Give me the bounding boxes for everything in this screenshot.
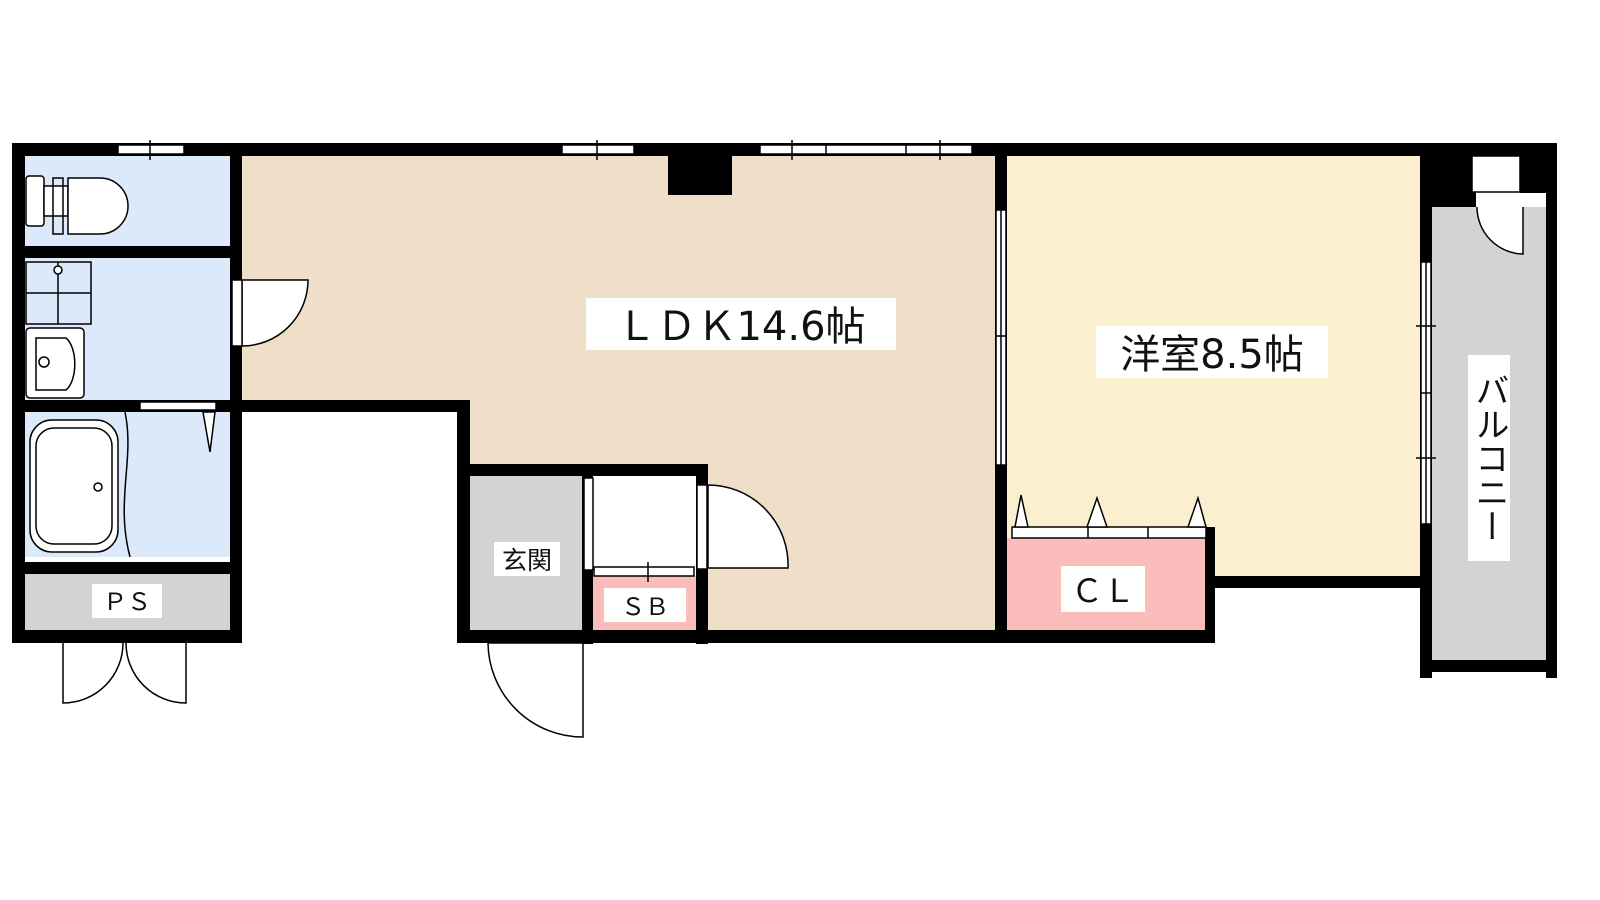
shoe-box-label-bg xyxy=(604,588,686,622)
western-label-bg xyxy=(1096,326,1328,378)
door-pipe-space-right xyxy=(125,642,187,704)
sliding-door-bath xyxy=(139,401,217,411)
sliding-door-entry-hall xyxy=(583,477,594,571)
window-balcony-box xyxy=(1471,155,1521,193)
entrance-label: 玄関 xyxy=(502,546,552,575)
wall-bath-bottom xyxy=(12,562,242,574)
balcony-label-bg xyxy=(1468,355,1510,561)
room-labels: ＬＤＫ14.6帖 洋室8.5帖 バルコニー 玄関 ＣＬ ＳＢ ＰＳ xyxy=(92,298,1510,622)
wall-western-bottom xyxy=(1205,576,1430,588)
pillar xyxy=(668,143,732,195)
ldk-floor xyxy=(240,156,995,633)
wall-left xyxy=(12,143,25,643)
entrance-label-bg xyxy=(494,542,560,576)
door-pipe-space-left xyxy=(62,642,124,704)
door-entrance xyxy=(487,642,584,738)
sliding-door-sb xyxy=(593,566,695,577)
toilet-icon xyxy=(25,175,129,235)
pipe-space-label-bg xyxy=(92,584,162,618)
washbasin-icon xyxy=(25,327,85,399)
wall-wet-right xyxy=(230,143,242,643)
ldk-label-bg xyxy=(586,298,896,350)
wall-bottom-left xyxy=(12,630,242,643)
swing-doors xyxy=(62,206,1524,738)
balcony-label: バルコニー xyxy=(1469,373,1509,543)
door-balcony-box xyxy=(1476,206,1524,255)
wall-step-vert xyxy=(457,400,470,643)
window-ldk-2 xyxy=(759,144,973,155)
washing-machine-pan-icon xyxy=(25,261,92,325)
wall-bottom-main xyxy=(457,630,1215,643)
balcony-top-box xyxy=(1420,143,1476,207)
western-room-label: 洋室8.5帖 xyxy=(1120,332,1304,378)
closet-folding-doors xyxy=(202,411,1207,528)
shoe-box-label: ＳＢ xyxy=(621,593,669,621)
wall-toilet-bottom xyxy=(12,246,242,258)
ldk-label: ＬＤＫ14.6帖 xyxy=(616,304,865,350)
closet-door-track xyxy=(1011,526,1207,539)
wall-balcony-bottom xyxy=(1420,660,1557,672)
pipe-space-label: ＰＳ xyxy=(103,588,151,616)
door-washroom xyxy=(241,279,309,347)
balcony-top-box-right xyxy=(1520,143,1557,193)
walls xyxy=(12,143,1557,678)
bathtub-icon xyxy=(29,411,131,558)
sliding-doors xyxy=(139,209,1436,582)
window-ldk-1 xyxy=(561,144,635,155)
fixtures xyxy=(25,175,131,558)
wall-balcony-right xyxy=(1546,143,1557,678)
closet-label-bg xyxy=(1061,566,1145,612)
window-toilet xyxy=(117,144,185,155)
closet-label: ＣＬ xyxy=(1071,572,1135,610)
door-hall-ldk xyxy=(707,484,789,569)
wall-wash-bottom xyxy=(12,400,467,412)
windows xyxy=(117,140,1521,193)
